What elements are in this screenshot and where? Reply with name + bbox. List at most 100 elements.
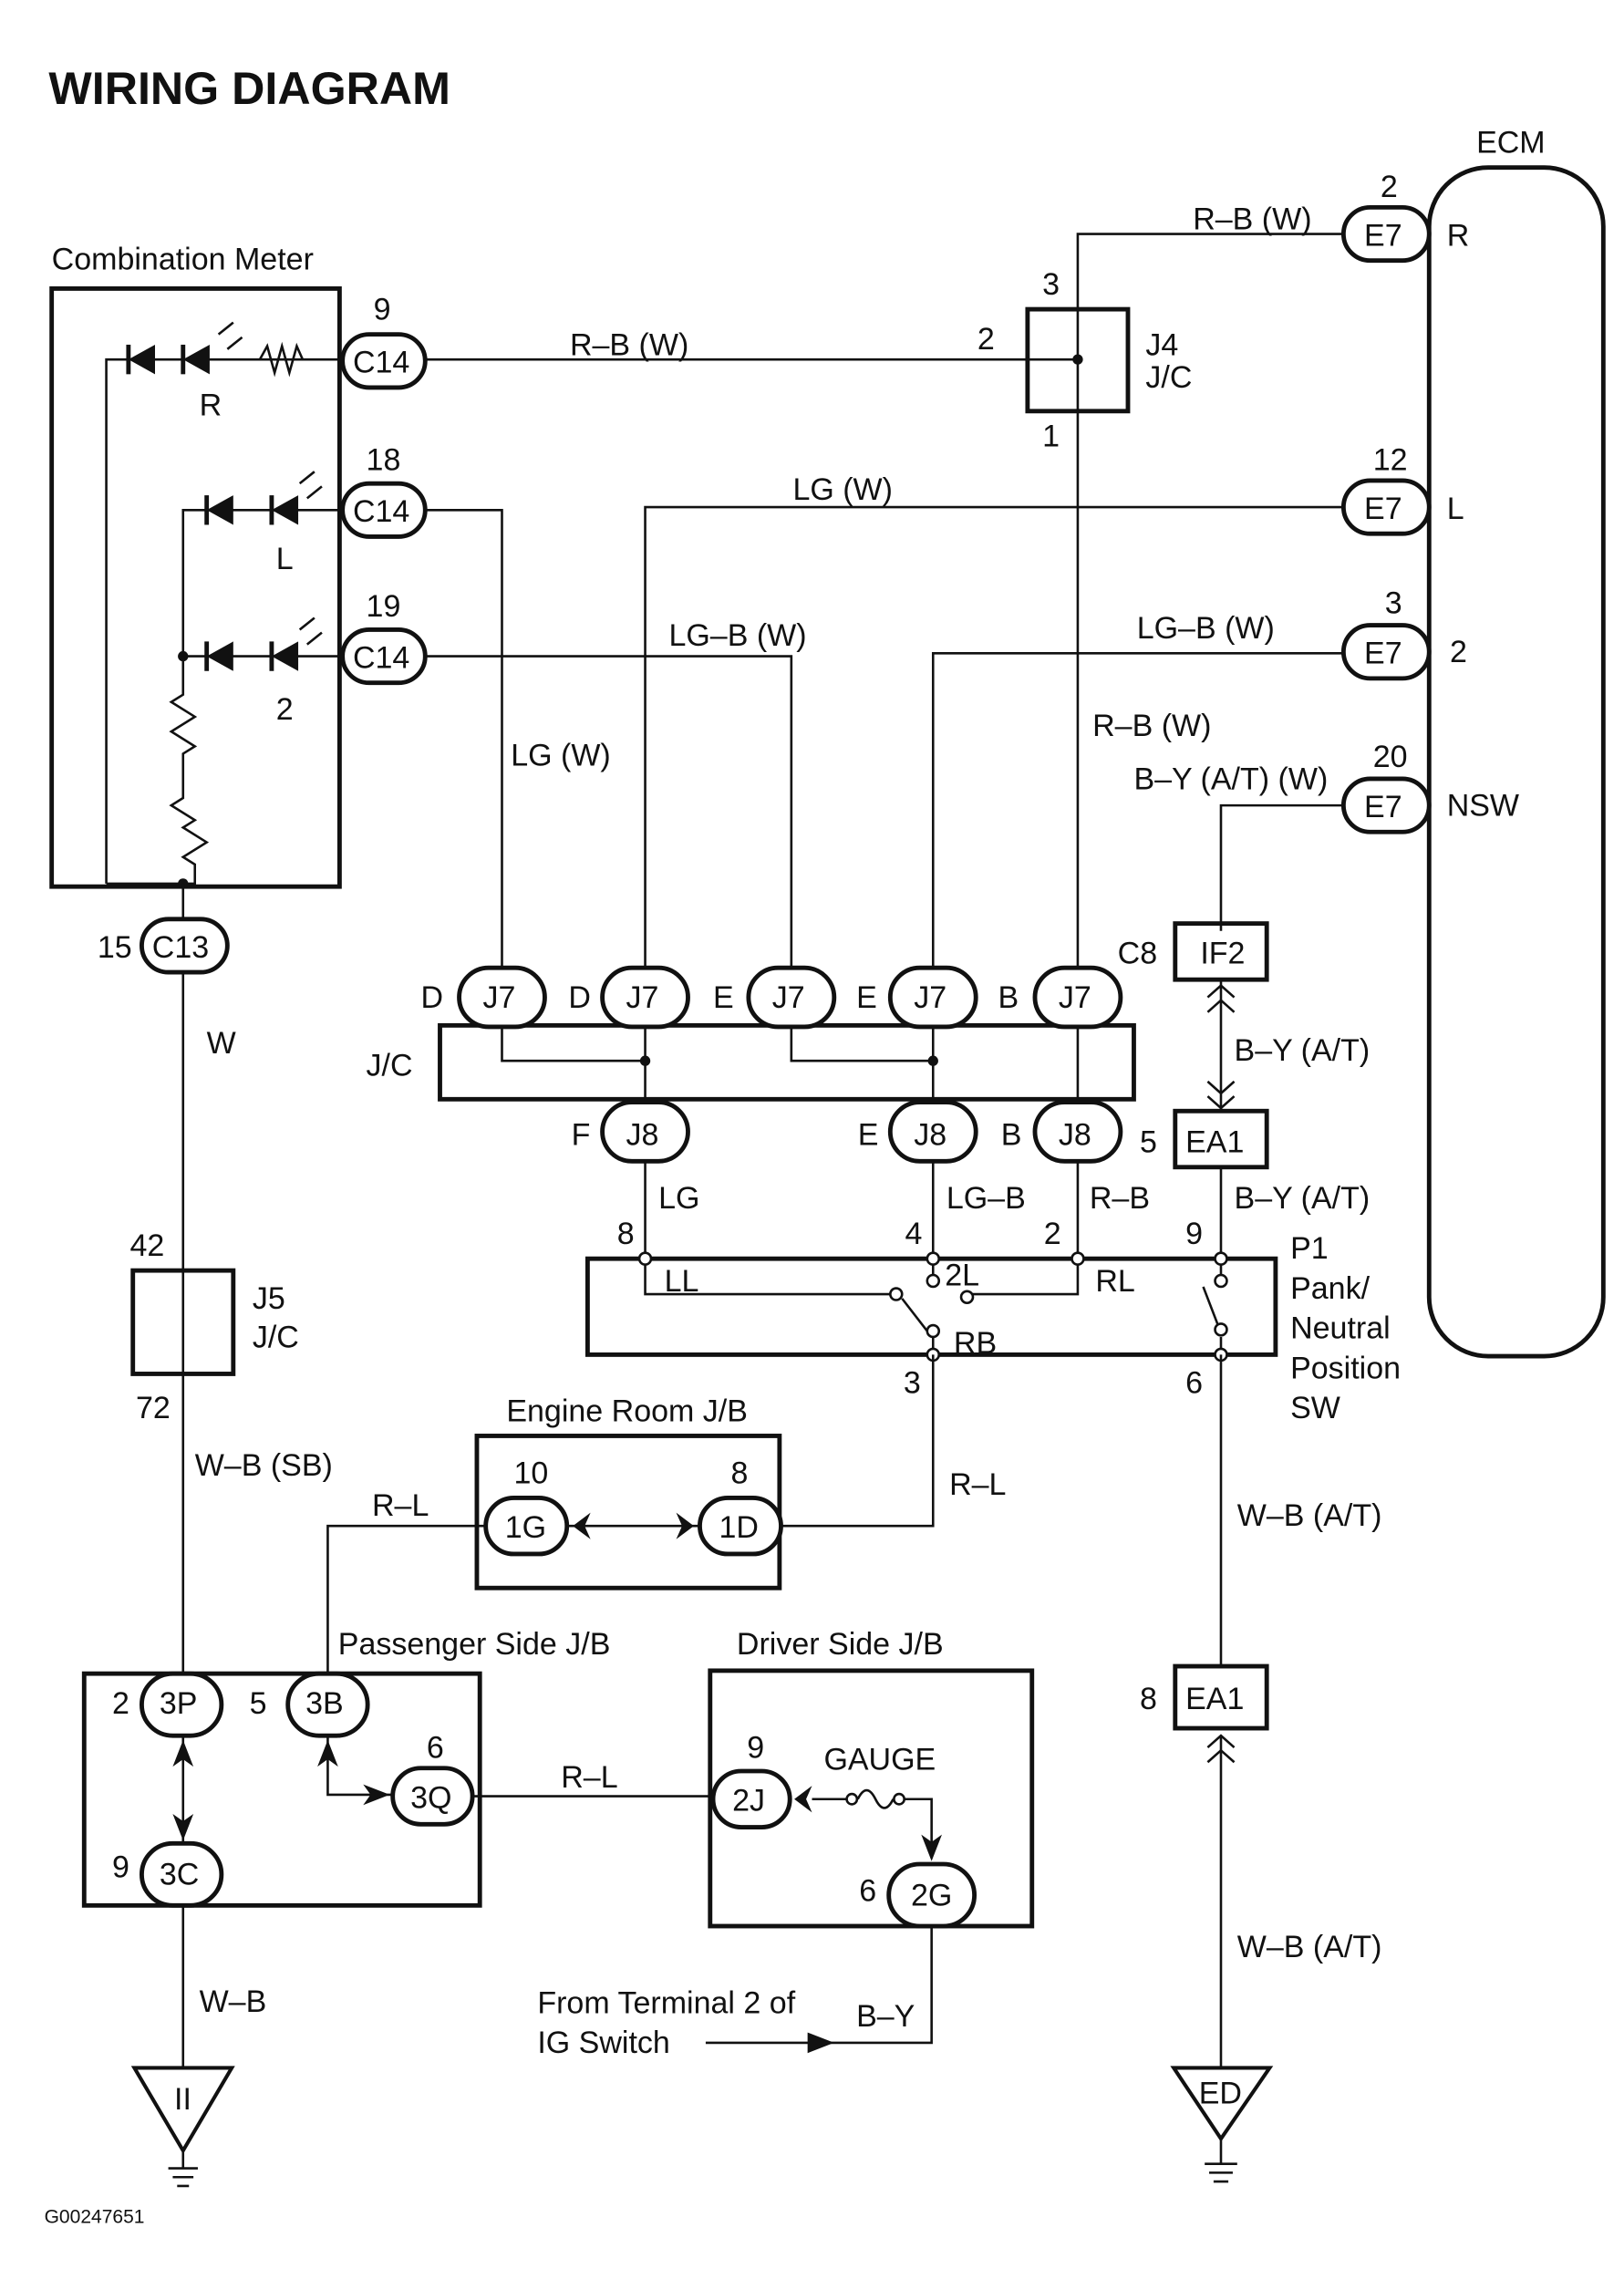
connector-2j: 2J 9 xyxy=(710,1730,792,1829)
svg-text:J7: J7 xyxy=(1059,980,1091,1015)
connector-arrow xyxy=(317,1739,338,1767)
svg-text:1D: 1D xyxy=(719,1510,758,1545)
connector-1g: 1G 10 xyxy=(483,1456,570,1557)
fuse-terminal xyxy=(893,1792,905,1806)
wire-label: B–Y xyxy=(856,1999,915,2034)
svg-text:2G: 2G xyxy=(911,1878,952,1912)
p1-contact-ll: LL xyxy=(665,1264,699,1299)
wire-by-at-w xyxy=(1219,803,1344,931)
wire-label: B–Y (A/T) xyxy=(1235,1033,1371,1068)
ground-ed: ED xyxy=(1170,2066,1274,2183)
resistor-r xyxy=(258,341,305,378)
svg-text:C14: C14 xyxy=(353,494,409,529)
svg-text:J8: J8 xyxy=(626,1118,658,1153)
ecm-terminal-r: R xyxy=(1447,218,1470,253)
p1-pin-4: 4 xyxy=(905,1217,923,1251)
svg-text:3C: 3C xyxy=(160,1858,199,1892)
driver-jb-box xyxy=(708,1668,1035,1929)
led-indicator-r xyxy=(126,321,243,375)
connector-j8-f: J8 F xyxy=(572,1100,690,1164)
svg-text:E7: E7 xyxy=(1364,790,1402,824)
connector-3q: 3Q 6 xyxy=(390,1730,475,1827)
jc-main-box xyxy=(438,1022,1136,1102)
svg-text:J8: J8 xyxy=(914,1118,946,1153)
svg-text:8: 8 xyxy=(730,1456,748,1490)
svg-text:From Terminal 2 of: From Terminal 2 of xyxy=(537,1986,795,2021)
svg-text:C13: C13 xyxy=(152,930,209,965)
passenger-jb-label: Passenger Side J/B xyxy=(338,1627,611,1662)
svg-text:EA1: EA1 xyxy=(1185,1682,1244,1716)
wire-label: R–B (W) xyxy=(1092,709,1211,743)
wire-label: R–B (W) xyxy=(1193,202,1311,237)
indicator-l-label: L xyxy=(276,542,294,576)
connector-e7-20: E7 20 xyxy=(1340,740,1432,834)
svg-text:SW: SW xyxy=(1290,1391,1340,1425)
svg-text:J7: J7 xyxy=(914,980,946,1015)
connector-arrow xyxy=(1206,1080,1236,1110)
svg-text:3B: 3B xyxy=(305,1686,344,1721)
j4-pin-2: 2 xyxy=(978,322,995,357)
passenger-jb-box xyxy=(81,1671,482,1908)
svg-text:J7: J7 xyxy=(772,980,805,1015)
svg-text:3P: 3P xyxy=(160,1686,198,1721)
figure-id: G00247651 xyxy=(45,2206,145,2227)
svg-text:15: 15 xyxy=(98,930,132,965)
engine-room-jb-label: Engine Room J/B xyxy=(506,1394,748,1428)
connector-arrow xyxy=(573,1512,591,1539)
connector-if2: IF2 C8 xyxy=(1118,921,1269,982)
wire-label: R–L xyxy=(372,1488,429,1523)
connector-ea1-5: EA1 5 xyxy=(1140,1108,1269,1170)
arrow-icon xyxy=(807,2032,834,2054)
connector-j7-b: J7 B xyxy=(998,965,1123,1030)
svg-text:3Q: 3Q xyxy=(410,1780,451,1815)
svg-text:20: 20 xyxy=(1373,740,1408,774)
j4-pin-1: 1 xyxy=(1042,420,1060,454)
svg-text:2: 2 xyxy=(1381,170,1398,204)
led-indicator-2 xyxy=(204,617,323,671)
svg-text:B: B xyxy=(998,980,1019,1015)
ig-switch-note: From Terminal 2 of IG Switch xyxy=(537,1986,795,2061)
svg-text:E7: E7 xyxy=(1364,218,1402,253)
wire-lgb-w-ecm xyxy=(931,652,1344,969)
connector-e7-2: E7 2 xyxy=(1340,170,1432,264)
ecm-label: ECM xyxy=(1476,125,1546,160)
jc-main-label: J/C xyxy=(367,1048,413,1083)
svg-text:E: E xyxy=(856,980,877,1015)
svg-text:C14: C14 xyxy=(353,641,409,676)
fuse-terminal xyxy=(845,1792,859,1806)
wire-label: LG (W) xyxy=(792,472,893,507)
svg-text:F: F xyxy=(572,1118,591,1153)
resistor-chain xyxy=(106,656,210,886)
wire-label: LG–B (W) xyxy=(1137,611,1275,646)
connector-2g: 2G 6 xyxy=(859,1861,978,1929)
svg-text:D: D xyxy=(420,980,443,1015)
j5-id: J5 xyxy=(253,1281,285,1316)
svg-text:IG Switch: IG Switch xyxy=(537,2026,669,2060)
svg-text:19: 19 xyxy=(367,589,401,624)
wire-label: B–Y (A/T) (W) xyxy=(1133,762,1328,796)
connector-arrow xyxy=(1206,983,1236,1013)
wire-label: R–L xyxy=(949,1467,1006,1502)
gauge-fuse-label: GAUGE xyxy=(823,1742,936,1777)
connector-arrow xyxy=(794,1786,812,1813)
connector-ea1-8: EA1 8 xyxy=(1140,1663,1269,1731)
svg-text:B: B xyxy=(1001,1118,1022,1153)
svg-text:J8: J8 xyxy=(1059,1118,1091,1153)
connector-arrow xyxy=(921,1834,942,1861)
connector-j7-e-2: J7 E xyxy=(856,965,978,1030)
page-title: WIRING DIAGRAM xyxy=(48,63,450,114)
wire-rl-engine-room xyxy=(326,1524,486,1674)
wire-label: W–B xyxy=(200,1984,267,2019)
j5-type: J/C xyxy=(253,1320,299,1354)
j5-pin-42: 42 xyxy=(129,1228,164,1263)
connector-arrow xyxy=(676,1512,694,1539)
svg-text:E: E xyxy=(713,980,734,1015)
svg-text:3: 3 xyxy=(1385,586,1402,621)
wire-label: R–B xyxy=(1090,1181,1150,1216)
fuse-icon xyxy=(856,1788,895,1809)
wire-label: LG–B xyxy=(946,1181,1026,1216)
p1-pin-3: 3 xyxy=(904,1366,921,1401)
connector-3c: 3C 9 xyxy=(112,1840,224,1908)
svg-text:8: 8 xyxy=(1140,1682,1157,1716)
svg-text:Pank/: Pank/ xyxy=(1290,1271,1370,1306)
